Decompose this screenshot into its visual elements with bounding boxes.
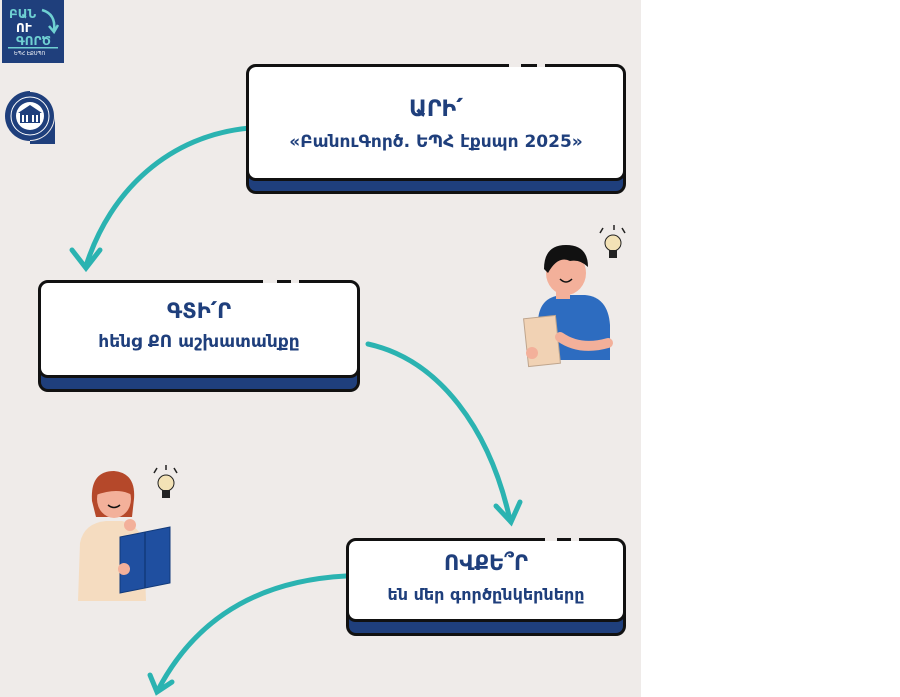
girl-reading-illustration bbox=[78, 465, 178, 601]
logo-text-1: ԲԱՆ bbox=[9, 7, 37, 21]
logo-text-4: ԵՊՀ ԷՔՍՊՈ bbox=[14, 51, 46, 57]
card-gtir-title: ԳՏԻ՛Ր bbox=[166, 299, 232, 323]
boy-reading-illustration bbox=[523, 225, 626, 368]
card-gtir-subtitle: հենց ՔՈ աշխատանքը bbox=[98, 332, 300, 352]
card-ovker-subtitle: են մեր գործընկերները bbox=[387, 585, 585, 604]
lightbulb-icon bbox=[153, 465, 178, 498]
card-ovker-title: ՈՎՔԵ՞Ր bbox=[444, 551, 528, 575]
logo-text-3: ԳՈՐԾ bbox=[16, 34, 51, 48]
lightbulb-icon bbox=[599, 225, 626, 258]
curved-arrow-icon bbox=[83, 125, 253, 269]
card-ari: ԱՐԻ՛ «ԲանուԳործ. ԵՊՀ էքսպո 2025» bbox=[246, 64, 626, 194]
poster: ԲԱՆ ՈՒ ԳՈՐԾ ԵՊՀ ԷՔՍՊՈ bbox=[0, 0, 641, 697]
curved-arrow-icon bbox=[365, 341, 513, 523]
card-gtir: ԳՏԻ՛Ր հենց ՔՈ աշխատանքը bbox=[38, 280, 360, 392]
card-ari-title: ԱՐԻ՛ bbox=[409, 97, 463, 122]
university-seal-icon bbox=[5, 91, 55, 144]
card-ari-subtitle: «ԲանուԳործ. ԵՊՀ էքսպո 2025» bbox=[289, 132, 583, 152]
logo-text-2: ՈՒ bbox=[16, 21, 32, 35]
curved-arrow-icon bbox=[155, 573, 349, 693]
flow-arrows bbox=[69, 125, 523, 696]
bantugorts-logo: ԲԱՆ ՈՒ ԳՈՐԾ ԵՊՀ ԷՔՍՊՈ bbox=[2, 0, 64, 63]
card-ovker: ՈՎՔԵ՞Ր են մեր գործընկերները bbox=[346, 538, 626, 636]
logo-arrow-icon bbox=[8, 8, 60, 49]
